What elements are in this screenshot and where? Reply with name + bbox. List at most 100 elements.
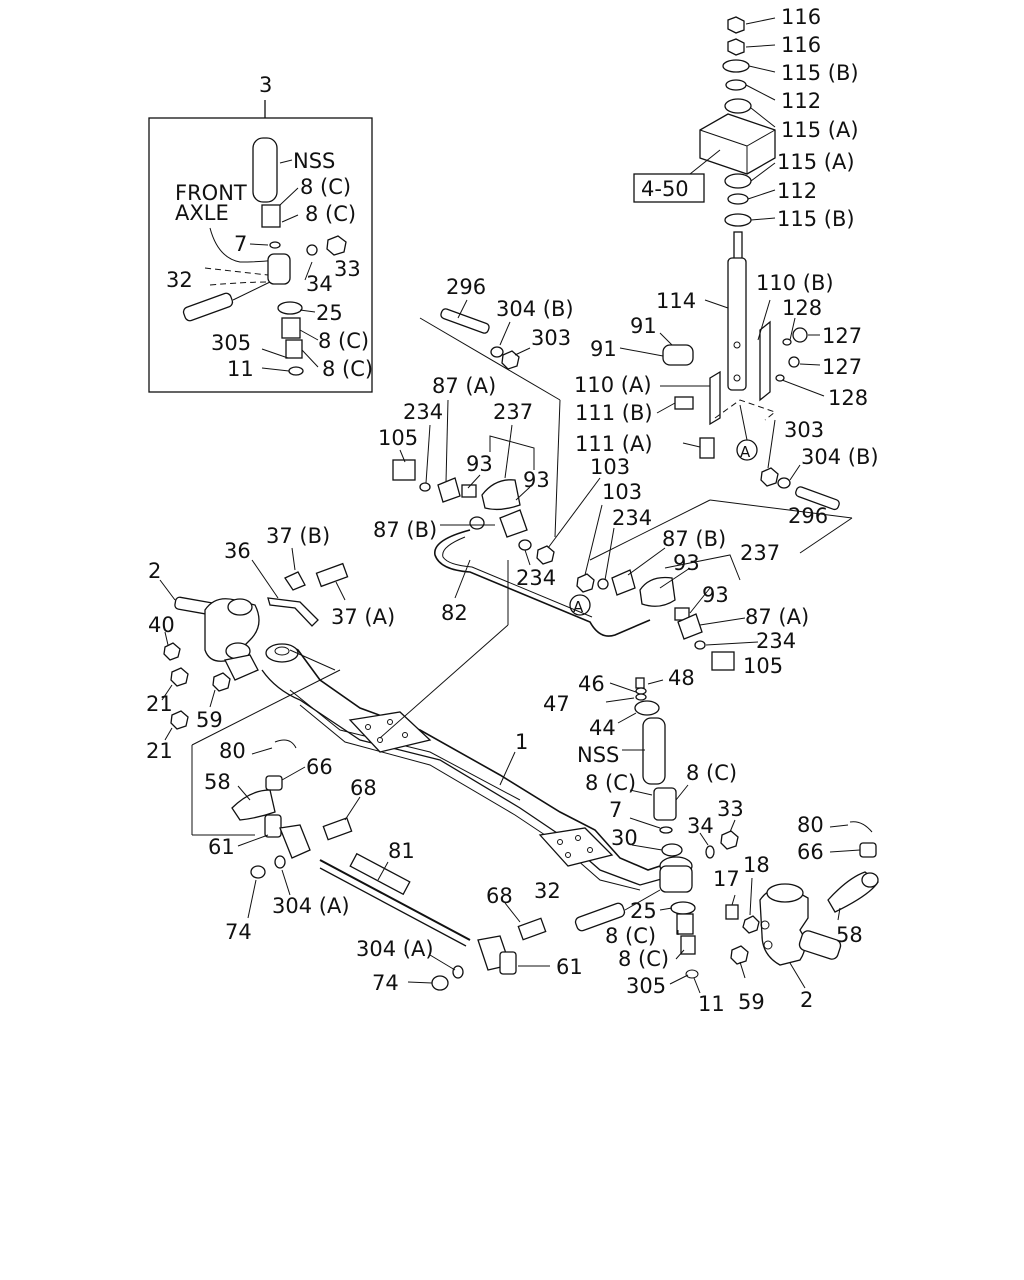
spring-seat-left (348, 711, 432, 753)
label-58-b: 58 (836, 923, 863, 947)
nut-33-right (720, 830, 739, 850)
bushing-237-lower (639, 576, 676, 607)
inset-note-front: FRONT (175, 181, 247, 205)
label-8c-b: 8 (C) (686, 761, 737, 785)
marker-a-lower (569, 594, 591, 616)
label-18: 18 (743, 853, 770, 877)
label-234-c: 234 (516, 566, 556, 590)
bushing-91 (662, 344, 694, 366)
label-80-b: 80 (797, 813, 824, 837)
label-296-b: 296 (788, 504, 828, 528)
stabilizer-assembly: A (392, 299, 853, 671)
nut-103-lower (576, 573, 595, 593)
label-303-b: 303 (784, 418, 824, 442)
label-116-b: 116 (781, 33, 821, 57)
label-93-b: 93 (523, 468, 550, 492)
label-296-a: 296 (446, 275, 486, 299)
cotter-pin-80-left (274, 739, 297, 749)
label-237-a: 237 (493, 400, 533, 424)
bolt-105-upper (392, 459, 416, 481)
label-66-b: 66 (797, 840, 824, 864)
label-37a: 37 (A) (331, 605, 395, 629)
label-112-b: 112 (777, 179, 817, 203)
spring-seat-right (538, 827, 614, 867)
label-59-b: 59 (738, 990, 765, 1014)
label-82: 82 (441, 601, 468, 625)
washer-115a-lower (724, 173, 752, 189)
label-304a-a: 304 (A) (272, 894, 350, 918)
label-105-b: 105 (743, 654, 783, 678)
plate-87a-upper (437, 477, 461, 503)
cotter-pin-80-right (849, 821, 873, 833)
link-296-upper (440, 308, 490, 334)
knuckle-boss (267, 253, 291, 285)
nut-66-right (859, 842, 877, 858)
plate-87b-upper (499, 509, 528, 538)
part-labels: 116 116 115 (B) 112 115 (A) 115 (A) 112 … (146, 5, 879, 1016)
stabilizer-bar-82 (434, 529, 651, 637)
ball-joint-61-left (264, 814, 282, 838)
nut-74-right (431, 975, 449, 991)
left-knuckle-assembly (159, 547, 349, 741)
inset-frame (148, 117, 373, 393)
plate-87b-lower (611, 569, 636, 596)
shock-absorber-assembly: 4-50 A (619, 16, 825, 461)
bushing-237-upper (481, 479, 521, 511)
nut-21-lower (170, 710, 189, 730)
label-127-b: 127 (822, 355, 862, 379)
inset-label-25: 25 (316, 301, 343, 325)
label-25: 25 (630, 899, 657, 923)
label-66-a: 66 (306, 755, 333, 779)
nut-40 (163, 642, 181, 661)
label-8c-c: 8 (C) (605, 924, 656, 948)
ball-joint-61-right (499, 951, 517, 975)
bracket-110b (759, 320, 771, 402)
bolt-111a (699, 437, 715, 459)
marker-a-lower-label: A (573, 598, 584, 616)
inset-label-nss: NSS (293, 149, 335, 173)
inset-label-33: 33 (334, 257, 361, 281)
label-116-a: 116 (781, 5, 821, 29)
nut-59-right (730, 945, 749, 965)
label-34: 34 (687, 814, 714, 838)
pin-32 (182, 292, 234, 322)
pin-32-right (574, 902, 626, 932)
label-93-c: 93 (673, 551, 700, 575)
right-kingpin-parts (574, 677, 739, 994)
bolt-68-left (322, 817, 353, 841)
label-234-b: 234 (612, 506, 652, 530)
label-87a-b: 87 (A) (745, 605, 809, 629)
nut-74-left (250, 865, 266, 879)
label-93-a: 93 (466, 452, 493, 476)
label-46: 46 (578, 672, 605, 696)
axle-beam-assembly (191, 560, 693, 893)
label-304a-b: 304 (A) (356, 937, 434, 961)
kingpin-right (642, 717, 666, 785)
inset-label-8c-3: 8 (C) (318, 329, 369, 353)
label-127-a: 127 (822, 324, 862, 348)
label-80-a: 80 (219, 739, 246, 763)
label-115a-b: 115 (A) (777, 150, 855, 174)
washer-115b (722, 59, 750, 73)
label-103-a: 103 (590, 455, 630, 479)
label-234-d: 234 (756, 629, 796, 653)
label-40: 40 (148, 613, 175, 637)
label-74-a: 74 (225, 920, 252, 944)
label-110a: 110 (A) (574, 373, 652, 397)
label-44: 44 (589, 716, 616, 740)
link-296-lower (795, 486, 840, 511)
label-17: 17 (713, 867, 740, 891)
label-87b-a: 87 (B) (373, 518, 437, 542)
label-87b-b: 87 (B) (662, 527, 726, 551)
right-knuckle-assembly (725, 821, 879, 989)
tie-rod-81 (349, 852, 411, 896)
bushing-lower (285, 339, 303, 359)
inset-number: 3 (259, 73, 272, 97)
label-59-a: 59 (196, 708, 223, 732)
inset-label-305: 305 (211, 331, 251, 355)
nut-116-a (727, 16, 745, 34)
tie-rod-assembly (231, 739, 550, 991)
bolt-105-lower (711, 651, 735, 671)
nut-103-upper (536, 545, 555, 565)
label-112-a: 112 (781, 89, 821, 113)
